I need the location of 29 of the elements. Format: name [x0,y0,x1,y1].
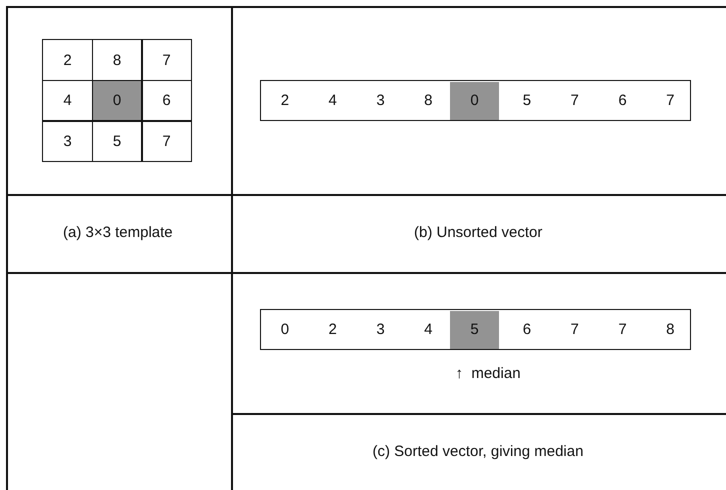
vector-value: 4 [328,91,338,111]
vector-value: 7 [665,91,676,111]
vector-value: 6 [617,91,628,111]
highlighted-grid-cell: 0 [92,80,142,122]
panel-caption: (c) Sorted vector, giving median [372,443,584,460]
vector-value: 2 [280,91,290,111]
grid-cell: 5 [92,120,142,162]
grid-cell: 7 [141,120,192,162]
vector-value: 6 [522,320,532,340]
grid-cell: 7 [141,39,192,81]
vector-value: 8 [665,320,676,340]
vector-value: 0 [280,320,290,340]
vector-value: 8 [423,91,434,111]
median-pointer-label: ↑ median [456,365,521,382]
panel-caption: (b) Unsorted vector [414,224,542,241]
grid-cell: 2 [42,39,93,81]
grid-cell: 3 [42,120,93,162]
vector-value: 3 [375,320,386,340]
panel-caption: (a) 3×3 template [63,224,173,241]
vector-value: 5 [522,91,532,111]
vector-value: 2 [328,320,338,340]
vector-value: 7 [617,320,628,340]
highlighted-vector-value: 5 [450,310,499,348]
vector-value: 7 [570,91,580,111]
highlighted-vector-value: 0 [450,82,499,120]
vector-value: 7 [570,320,580,340]
vector-value: 4 [423,320,434,340]
vector-value: 3 [375,91,386,111]
grid-cell: 6 [141,80,192,122]
